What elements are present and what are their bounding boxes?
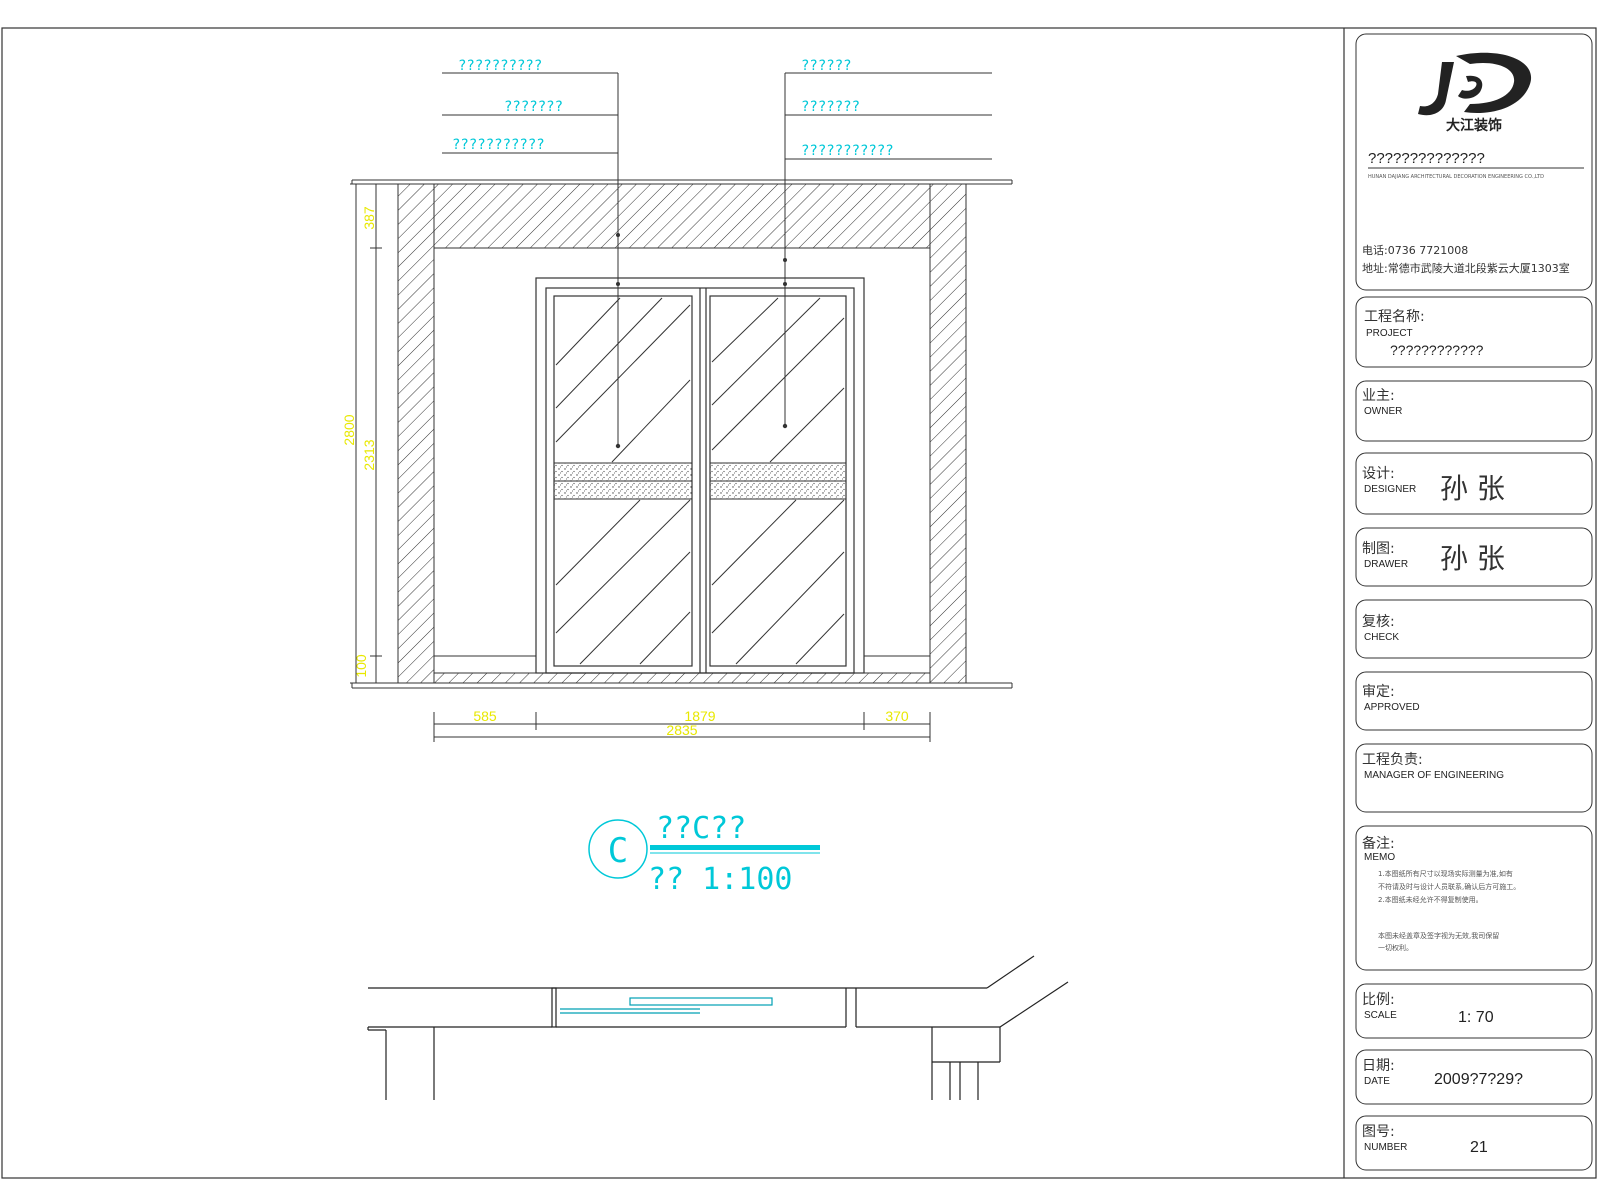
callout-right-1: ?????? (801, 58, 852, 74)
dim-vertical-top: 387 (361, 206, 377, 230)
company-logo-icon: 大江装饰 (1418, 52, 1532, 134)
svg-text:PROJECT: PROJECT (1366, 328, 1413, 339)
dim-vertical-total: 2800 (341, 414, 357, 445)
glass-reflections (555, 297, 845, 665)
left-wall (397, 183, 435, 684)
svg-text:一切权利。: 一切权利。 (1378, 943, 1413, 952)
title-block (1355, 33, 1593, 1171)
plan-sliding-door (560, 997, 773, 1014)
dim-horizontal-middle: 1879 (684, 708, 715, 724)
svg-text:21: 21 (1470, 1139, 1488, 1156)
elevation-symbol: C (608, 831, 628, 871)
elevation-scale: ?? 1:100 (648, 862, 793, 897)
dim-vertical-middle: 2313 (361, 439, 377, 470)
svg-text:MANAGER OF ENGINEERING: MANAGER OF ENGINEERING (1364, 770, 1504, 781)
svg-text:审定:: 审定: (1362, 684, 1395, 700)
svg-text:2009?7?29?: 2009?7?29? (1434, 1071, 1523, 1088)
svg-text:日期:: 日期: (1362, 1058, 1395, 1074)
svg-text:SCALE: SCALE (1364, 1010, 1397, 1021)
company-line: ?????????????? (1368, 150, 1485, 167)
svg-text:比例:: 比例: (1362, 992, 1395, 1008)
svg-text:CHECK: CHECK (1364, 632, 1399, 643)
svg-text:OWNER: OWNER (1364, 406, 1402, 417)
svg-text:设计:: 设计: (1362, 466, 1395, 482)
callout-left-3: ??????????? (452, 137, 545, 153)
dim-horizontal-total: 2835 (666, 722, 697, 738)
dim-vertical-bottom: 100 (353, 654, 369, 678)
svg-text:备注:: 备注: (1362, 835, 1395, 852)
svg-text:MEMO: MEMO (1364, 852, 1395, 863)
elevation-title: ??C?? (656, 811, 746, 846)
callout-leaders-right (784, 72, 992, 426)
elevation-label (588, 819, 820, 879)
dimension-lines (350, 183, 931, 742)
svg-text:大江装饰: 大江装饰 (1446, 117, 1502, 134)
sheet-border (1, 27, 1597, 1179)
svg-text:孙 张: 孙 张 (1440, 472, 1505, 505)
svg-text:孙 张: 孙 张 (1440, 542, 1505, 575)
callout-left-1: ?????????? (458, 58, 542, 74)
company-sub: HUNAN DAJIANG ARCHITECTURAL DECORATION E… (1368, 174, 1544, 180)
svg-text:2.本图纸未经允许不得复制使用。: 2.本图纸未经允许不得复制使用。 (1378, 895, 1483, 904)
callout-right-3: ??????????? (801, 143, 894, 159)
dim-horizontal-left: 585 (473, 708, 497, 724)
svg-text:????????????: ???????????? (1390, 342, 1484, 358)
leader-dots (615, 233, 788, 449)
plan-fragment (367, 955, 1069, 1100)
svg-text:制图:: 制图: (1362, 541, 1395, 557)
dim-horizontal-right: 370 (885, 708, 909, 724)
elevation-drawing (351, 179, 1013, 689)
right-wall (929, 183, 967, 684)
svg-text:业主:: 业主: (1362, 388, 1395, 404)
svg-text:工程名称:: 工程名称: (1364, 309, 1425, 325)
svg-text:不符请及时与设计人员联系,确认后方可施工。: 不符请及时与设计人员联系,确认后方可施工。 (1378, 882, 1520, 891)
floor-skirting (433, 672, 931, 684)
svg-text:图号:: 图号: (1362, 1124, 1395, 1140)
ceiling-bulkhead (433, 183, 931, 249)
svg-text:复核:: 复核: (1362, 613, 1395, 630)
svg-text:工程负责:: 工程负责: (1362, 752, 1423, 768)
svg-text:APPROVED: APPROVED (1364, 702, 1420, 713)
company-address: 地址:常德市武陵大道北段紫云大厦1303室 (1362, 261, 1570, 275)
callout-leaders-left (442, 72, 619, 446)
svg-text:DRAWER: DRAWER (1364, 559, 1408, 570)
svg-text:1: 70: 1: 70 (1458, 1009, 1494, 1026)
company-phone: 电话:0736 7721008 (1362, 244, 1468, 257)
svg-text:NUMBER: NUMBER (1364, 1142, 1407, 1153)
svg-text:DATE: DATE (1364, 1076, 1390, 1087)
svg-text:本图未经盖章及签字视为无效,我司保留: 本图未经盖章及签字视为无效,我司保留 (1378, 931, 1499, 940)
svg-text:DESIGNER: DESIGNER (1364, 484, 1416, 495)
title-block-rows: 工程名称: PROJECT ???????????? 业主: OWNER 设计:… (1362, 309, 1523, 1156)
callout-right-2: ??????? (801, 99, 860, 115)
callout-left-2: ??????? (504, 99, 563, 115)
svg-text:1.本图纸所有尺寸以现场实际测量为准,如有: 1.本图纸所有尺寸以现场实际测量为准,如有 (1378, 869, 1513, 878)
